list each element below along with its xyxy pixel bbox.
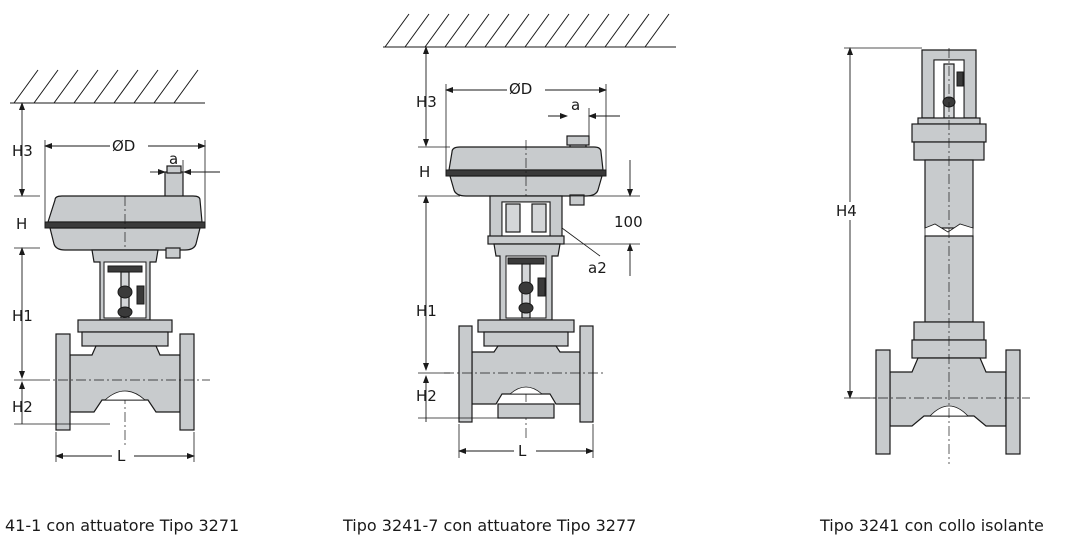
ceiling-hatch-2 bbox=[383, 13, 676, 48]
label-H1: H1 bbox=[416, 302, 437, 320]
label-H3: H3 bbox=[12, 142, 33, 160]
label-H: H bbox=[16, 215, 27, 233]
label-H: H bbox=[419, 163, 430, 181]
ceiling-hatch-1 bbox=[10, 69, 205, 104]
actuator-3277 bbox=[445, 135, 607, 440]
label-L: L bbox=[518, 442, 527, 460]
valve-body-2 bbox=[444, 319, 606, 423]
caption-3: Tipo 3241 con collo isolante bbox=[819, 516, 1044, 535]
label-D: ØD bbox=[509, 80, 532, 98]
figure-1-valve-3271: H3 ØD a H H1 H2 L 41-1 con attuatore Tip… bbox=[5, 69, 239, 535]
dimensions-3 bbox=[838, 47, 922, 399]
yoke-1 bbox=[91, 249, 159, 321]
labels-1: H3 ØD a H H1 H2 L bbox=[12, 137, 178, 465]
figure-2-valve-3277: H3 ØD a H 100 a2 H1 H2 L Tipo 3241-7 con… bbox=[342, 13, 676, 535]
label-H2: H2 bbox=[416, 387, 437, 405]
label-H1: H1 bbox=[12, 307, 33, 325]
label-L: L bbox=[117, 447, 126, 465]
label-H3: H3 bbox=[416, 93, 437, 111]
caption-1: 41-1 con attuatore Tipo 3271 bbox=[5, 516, 239, 535]
dimensions-2 bbox=[418, 46, 640, 459]
labels-2: H3 ØD a H 100 a2 H1 H2 L bbox=[416, 80, 643, 460]
label-100: 100 bbox=[614, 213, 643, 231]
actuator-3271 bbox=[44, 165, 206, 460]
label-a: a bbox=[571, 96, 580, 114]
label-H4: H4 bbox=[836, 202, 857, 220]
valve-body-3 bbox=[860, 48, 1030, 464]
caption-2: Tipo 3241-7 con attuatore Tipo 3277 bbox=[342, 516, 636, 535]
label-H2: H2 bbox=[12, 398, 33, 416]
valve-body-1 bbox=[40, 319, 210, 431]
label-a2: a2 bbox=[588, 259, 607, 277]
figure-3-valve-isolating-neck: H4 Tipo 3241 con collo isolante bbox=[819, 47, 1044, 535]
yoke-2 bbox=[487, 195, 565, 321]
label-D: ØD bbox=[112, 137, 135, 155]
dimensions-1 bbox=[14, 102, 220, 464]
label-a: a bbox=[169, 150, 178, 168]
